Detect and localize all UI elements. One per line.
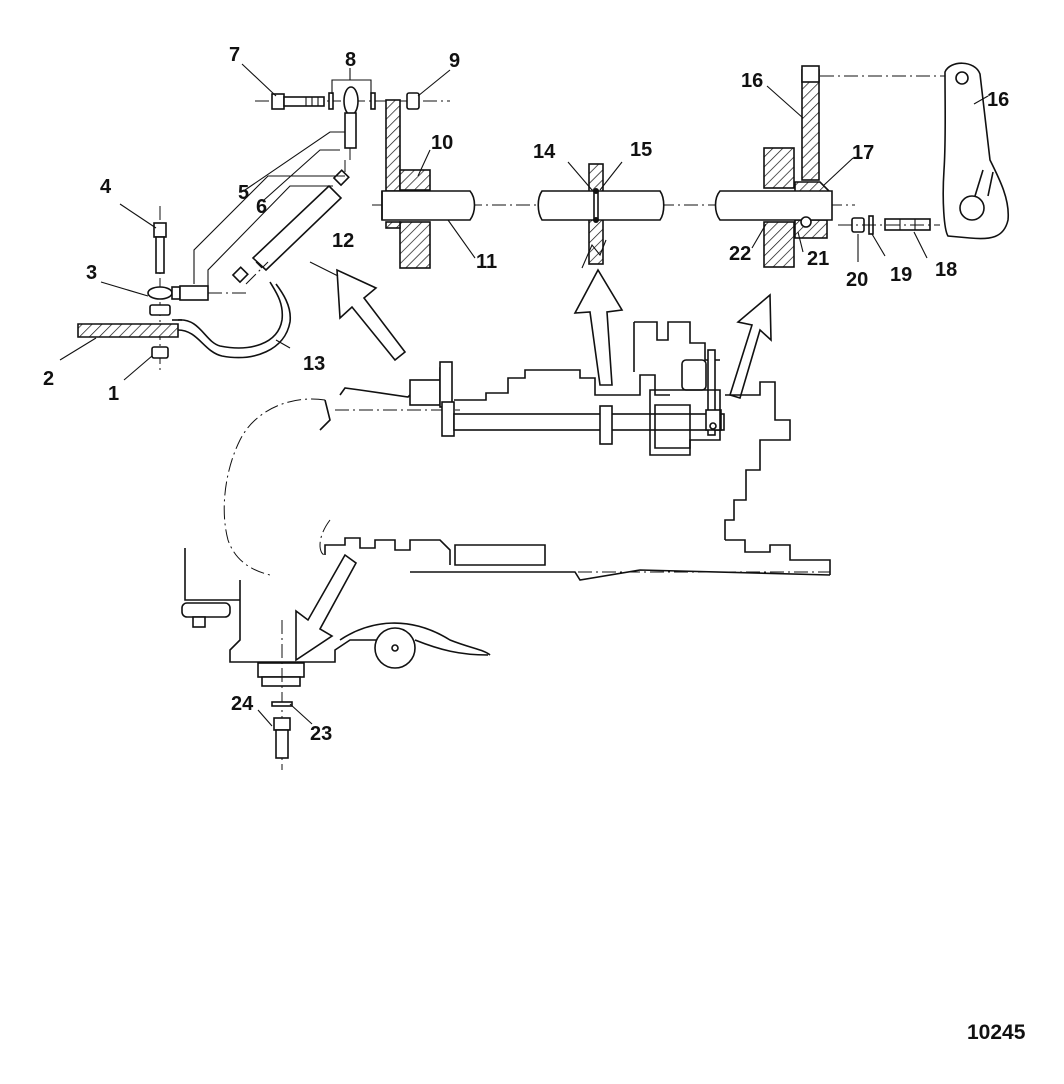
figure-number: 10245	[967, 1021, 1026, 1044]
callout-5: 5	[238, 182, 249, 204]
callout-14: 14	[533, 141, 556, 163]
bracket-plate	[77, 323, 179, 338]
bolt-7	[271, 93, 285, 110]
callout-7: 7	[229, 44, 240, 66]
cable-tube-assembly	[231, 160, 350, 285]
shaft-section-left	[372, 99, 855, 269]
callout-18: 18	[935, 259, 957, 281]
callout-16-right: 16	[987, 89, 1009, 111]
shaft-section-middle	[537, 163, 665, 269]
callout-21: 21	[807, 248, 829, 270]
callout-20: 20	[846, 269, 868, 291]
callout-19: 19	[890, 264, 912, 286]
bolt-head	[153, 222, 167, 238]
bracket-assembly	[77, 206, 292, 372]
callout-24: 24	[231, 693, 254, 715]
rod-end	[343, 86, 359, 116]
engine-body	[181, 321, 831, 770]
callout-1: 1	[108, 383, 119, 405]
callout-12: 12	[332, 230, 354, 252]
callout-23: 23	[310, 723, 332, 745]
nut-9	[406, 92, 420, 110]
callout-3: 3	[86, 262, 97, 284]
callout-17: 17	[852, 142, 874, 164]
callout-13: 13	[303, 353, 325, 375]
callout-22: 22	[729, 243, 751, 265]
cable	[177, 281, 284, 349]
lever-arm	[942, 62, 1010, 240]
bolt-shank	[155, 236, 165, 274]
detail-arrows	[295, 268, 772, 662]
ball-joint	[147, 286, 173, 300]
callout-15: 15	[630, 139, 652, 161]
rod-end-assembly	[255, 86, 450, 160]
shaft-section-right	[714, 65, 945, 268]
callout-4: 4	[100, 176, 112, 198]
callout-6: 6	[256, 196, 267, 218]
callout-10: 10	[431, 132, 453, 154]
callout-16-left: 16	[741, 70, 763, 92]
nut	[149, 304, 171, 316]
leader-lines	[59, 63, 989, 727]
callout-9: 9	[449, 50, 460, 72]
callout-11: 11	[476, 251, 497, 273]
callouts: 7 8 9 10 11 12 13 14 15 16 16 17 18 19 2…	[43, 44, 1009, 745]
callout-8: 8	[345, 49, 356, 71]
tube	[251, 184, 343, 272]
callout-2: 2	[43, 368, 54, 390]
